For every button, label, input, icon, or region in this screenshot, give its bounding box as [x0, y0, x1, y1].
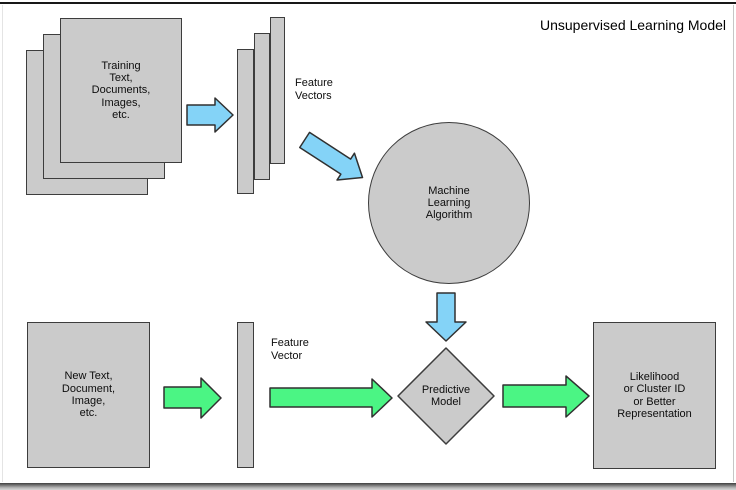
arrow-feature-vectors-to-algorithm	[298, 131, 364, 181]
left-border-line	[2, 5, 3, 482]
feature-vectors-label: Feature Vectors	[295, 77, 333, 102]
arrow-algorithm-to-predictive-model	[425, 292, 467, 342]
predictive-model-text-area: Predictive Model	[396, 346, 496, 446]
arrow-training-to-feature-vectors	[186, 97, 234, 133]
arrow-predictive-model-to-output	[502, 375, 590, 418]
diagram-title: Unsupervised Learning Model	[540, 17, 726, 33]
feature-vectors-bar-back	[270, 17, 285, 164]
predictive-model-node	[397, 347, 495, 445]
feature-vectors-bar-front	[237, 49, 254, 194]
bottom-scroll-bar	[0, 483, 736, 490]
feature-vector-bar	[237, 322, 254, 468]
arrow-feature-vector-to-predictive-model	[269, 378, 393, 418]
feature-vectors-bar-middle	[254, 33, 270, 180]
machine-learning-algorithm-node: Machine Learning Algorithm	[368, 122, 530, 284]
machine-learning-algorithm-label: Machine Learning Algorithm	[425, 184, 473, 222]
output-label: Likelihood or Cluster ID or Better Repre…	[617, 370, 692, 420]
output-node: Likelihood or Cluster ID or Better Repre…	[593, 322, 716, 469]
new-input-node: New Text, Document, Image, etc.	[27, 322, 150, 468]
arrow-new-input-to-feature-vector	[163, 377, 222, 419]
top-border-line	[0, 2, 736, 4]
right-border-line	[733, 5, 734, 482]
feature-vector-label: Feature Vector	[271, 337, 309, 362]
training-documents-node: Training Text, Documents, Images, etc.	[60, 18, 182, 163]
new-input-label: New Text, Document, Image, etc.	[61, 370, 116, 420]
training-documents-label: Training Text, Documents, Images, etc.	[91, 59, 151, 121]
predictive-model-label: Predictive Model	[421, 383, 471, 408]
